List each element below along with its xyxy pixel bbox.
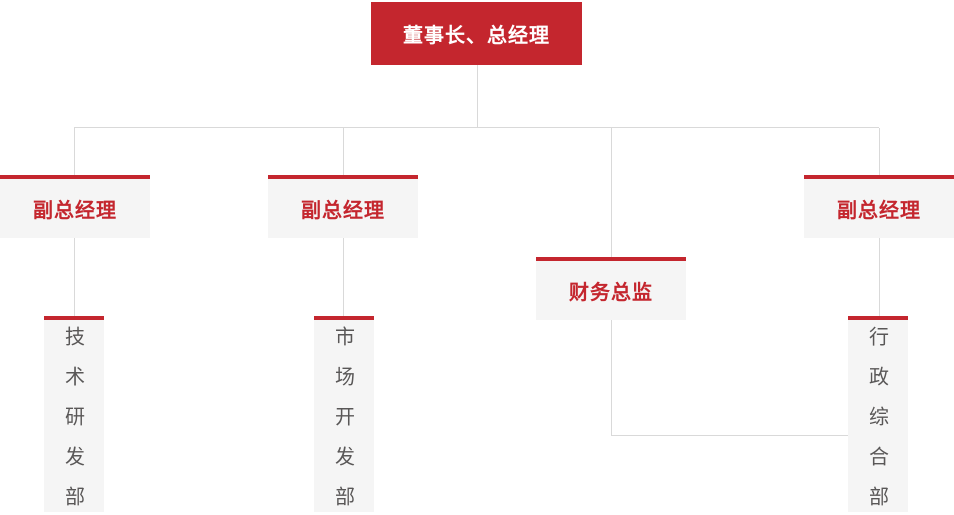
node-admin-general-department: 行政综合部 (848, 316, 908, 515)
node-chairman-general-manager: 董事长、总经理 (371, 2, 582, 65)
connector-drop-finance (611, 128, 612, 257)
node-deputy-general-manager-1: 副总经理 (0, 175, 150, 238)
dept-label-tech-rd: 技术研发部 (61, 326, 86, 515)
node-finance-director: 财务总监 (536, 257, 686, 320)
connector-finance-down (611, 320, 612, 436)
dept-label-market-dev: 市场开发部 (331, 326, 356, 515)
connector-exec3-to-dept3 (879, 238, 880, 316)
connector-exec1-to-dept1 (74, 238, 75, 316)
connector-horizontal-rail (74, 127, 879, 128)
node-deputy-general-manager-3: 副总经理 (804, 175, 954, 238)
node-deputy-general-manager-2: 副总经理 (268, 175, 418, 238)
connector-drop-exec-1 (74, 128, 75, 175)
dept-label-admin-general: 行政综合部 (865, 326, 890, 515)
connector-root-drop (477, 65, 478, 128)
connector-drop-exec-3 (879, 128, 880, 175)
connector-exec2-to-dept2 (343, 238, 344, 316)
connector-drop-exec-2 (343, 128, 344, 175)
node-tech-rd-department: 技术研发部 (44, 316, 104, 515)
node-market-dev-department: 市场开发部 (314, 316, 374, 515)
connector-finance-to-dept3 (611, 435, 848, 436)
